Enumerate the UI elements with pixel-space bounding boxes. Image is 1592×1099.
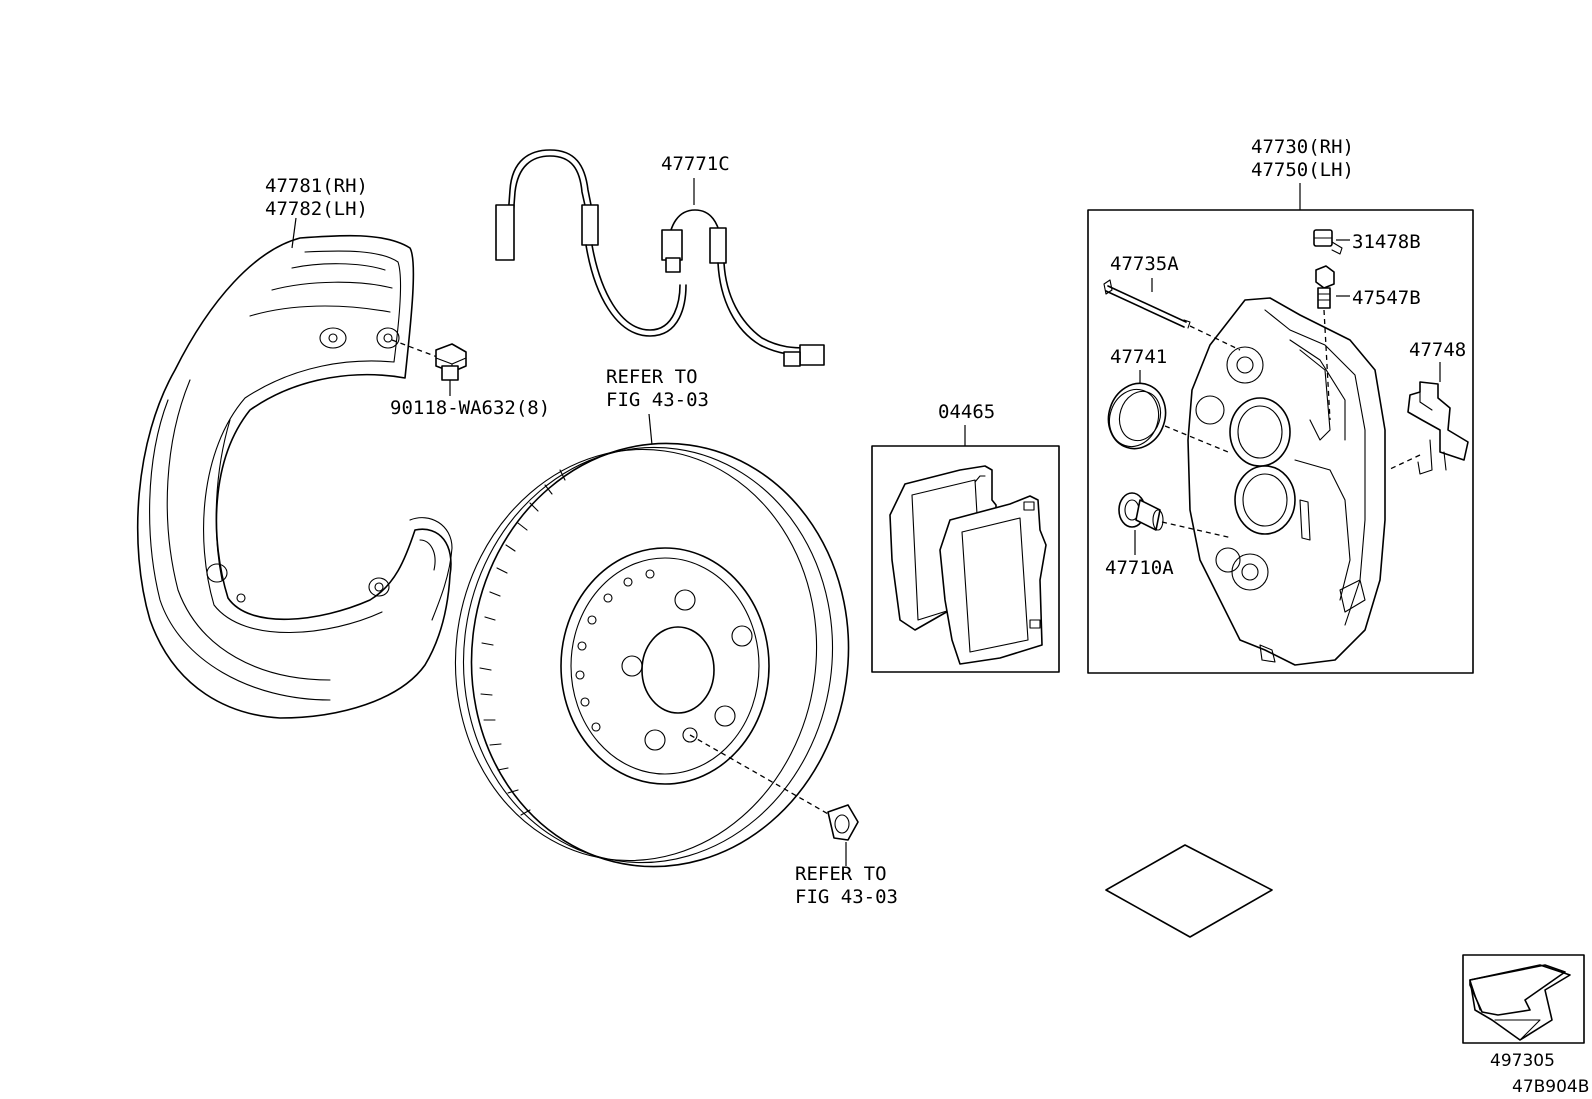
dust-shield-part[interactable] <box>136 234 453 719</box>
caliper-pin-part[interactable] <box>1103 279 1191 329</box>
pad-kit-frame <box>871 445 1060 673</box>
bleeder-plug-part[interactable] <box>1315 265 1335 309</box>
front-direction-arrow-icon <box>1462 954 1585 1044</box>
piston-seal-part[interactable] <box>1100 376 1174 456</box>
pad-kit-label: 04465 <box>938 401 995 423</box>
shield-bolt-part[interactable] <box>435 343 467 381</box>
brake-rotor-part[interactable] <box>429 419 876 891</box>
shield-rh-label: 47781(RH) <box>265 175 368 197</box>
seal-label: 47741 <box>1110 346 1167 368</box>
caliper-lh-label: 47750(LH) <box>1251 159 1354 181</box>
bleeder-plug-label: 47547B <box>1352 287 1421 309</box>
pin-label: 47735A <box>1110 253 1179 275</box>
refer-rotor-line2: FIG 43-03 <box>606 389 709 411</box>
refer-rotor-line1: REFER TO <box>606 366 698 388</box>
figure-code: 47B904B <box>1512 1077 1589 1097</box>
rotor-screw-part[interactable] <box>827 804 859 841</box>
caliper-group-frame <box>1087 209 1474 674</box>
clip-label: 47748 <box>1409 339 1466 361</box>
shield-lh-label: 47782(LH) <box>265 198 368 220</box>
bleeder-cap-label: 31478B <box>1352 231 1421 253</box>
piston-label: 47710A <box>1105 557 1174 579</box>
piston-part[interactable] <box>1118 492 1164 531</box>
brake-pad-part[interactable] <box>889 465 1047 665</box>
refer-screw-line2: FIG 43-03 <box>795 886 898 908</box>
speed-sensor-part[interactable] <box>495 149 825 367</box>
grease-packet-part[interactable] <box>1105 844 1273 938</box>
shield-bolt-label: 90118-WA632(8) <box>390 397 550 419</box>
bleeder-cap-part[interactable] <box>1313 229 1343 255</box>
brake-caliper-part[interactable] <box>1187 297 1386 666</box>
sheet-number: 497305 <box>1490 1051 1555 1071</box>
caliper-rh-label: 47730(RH) <box>1251 136 1354 158</box>
sensor-label: 47771C <box>661 153 730 175</box>
refer-screw-line1: REFER TO <box>795 863 887 885</box>
pad-clip-part[interactable] <box>1407 381 1469 475</box>
